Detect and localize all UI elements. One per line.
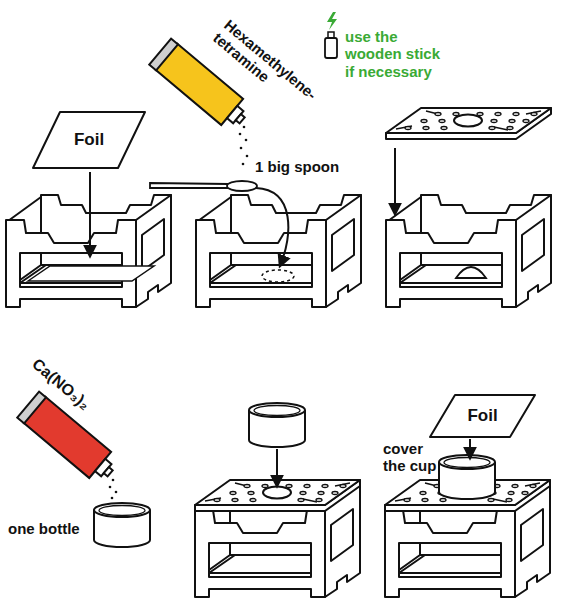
sheet-label: Foil [74, 131, 104, 150]
stove [196, 195, 361, 307]
arrow [89, 172, 91, 256]
foil-on-floor [28, 266, 154, 281]
amount-note: one bottle [8, 520, 94, 537]
powder-pile [456, 267, 486, 278]
drawing-part [115, 491, 118, 494]
powder-dots [239, 126, 249, 166]
tube-tip [236, 114, 245, 123]
stick-icon [325, 12, 337, 58]
drawing-part [243, 126, 246, 129]
drawing-part [227, 181, 257, 191]
drawing-part [245, 139, 248, 142]
drawing-part [109, 486, 112, 489]
drawing-part [111, 497, 114, 500]
arrow [394, 148, 396, 214]
powder-dots [109, 479, 118, 500]
drawing-part [242, 163, 245, 166]
amount-note: 1 big spoon [255, 158, 355, 175]
arrow [256, 188, 288, 266]
stove [386, 195, 551, 307]
tube-crimp [17, 392, 46, 424]
drawing-part [240, 147, 243, 150]
sheet-label: Foil [467, 407, 497, 426]
sheet-shape [430, 395, 535, 437]
arrow [469, 439, 471, 458]
tube-crimp [149, 39, 178, 71]
foil-sheet: Foil [430, 395, 535, 437]
drawing-part [150, 183, 228, 188]
cup [94, 503, 150, 547]
drawing-part [239, 133, 242, 136]
stove [6, 195, 171, 307]
powder-spot [262, 270, 294, 282]
drawing-part [112, 479, 115, 482]
tube-tip [104, 467, 113, 476]
drawing-part [325, 38, 337, 58]
drawing-part [327, 12, 337, 30]
spoon [150, 181, 257, 191]
top-plate [386, 108, 551, 139]
cup [439, 455, 495, 499]
arrow [276, 449, 278, 486]
foil-sheet: Foil [33, 112, 145, 168]
step-note: cover the cup [383, 440, 445, 475]
red-tube [17, 392, 121, 487]
sheet-shape [33, 112, 145, 168]
cup [249, 403, 305, 447]
hint-note: use the wooden stick if necessary [345, 28, 450, 80]
drawing-part [246, 155, 249, 158]
